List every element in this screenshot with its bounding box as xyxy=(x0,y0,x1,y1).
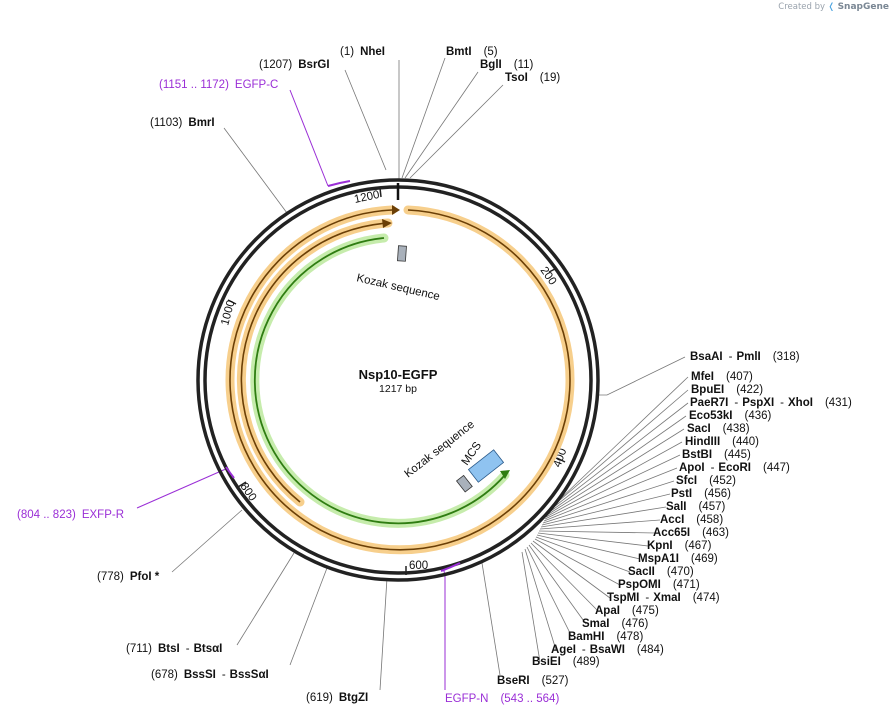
primer-marks xyxy=(225,180,461,572)
tick-600: 600 xyxy=(409,560,428,572)
site-tsoi[interactable]: TsoI(19) xyxy=(505,72,560,84)
credit-brand: SnapGene xyxy=(837,2,889,12)
site-kpni[interactable]: KpnI(467) xyxy=(647,540,712,552)
snapgene-logo-icon: ❬ xyxy=(827,2,835,12)
site-bsssi[interactable]: (678)BssSI-BssSαI xyxy=(151,669,269,681)
primer-egfp-c[interactable]: (1151 .. 1172)EGFP-C xyxy=(159,79,278,91)
tick-800: 800 xyxy=(238,481,259,504)
site-pfoi[interactable]: (778)PfoI * xyxy=(97,571,160,583)
kozak-top-box xyxy=(397,245,407,262)
ticks xyxy=(227,187,566,575)
site-saci[interactable]: SacI(438) xyxy=(687,423,750,435)
site-btgzi[interactable]: (619)BtgZI xyxy=(306,692,368,704)
site-leaders-left xyxy=(171,509,388,691)
site-sfci[interactable]: SfcI(452) xyxy=(676,475,736,487)
site-pspomi[interactable]: PspOMI(471) xyxy=(618,579,700,591)
site-agei[interactable]: AgeI-BsaWI(484) xyxy=(551,644,664,656)
site-bgli[interactable]: BglI(11) xyxy=(480,59,534,71)
kozak-bottom-box xyxy=(455,474,473,493)
snapgene-credit: Created by ❬ SnapGene xyxy=(778,2,889,12)
credit-prefix: Created by xyxy=(778,2,826,12)
site-bamhi[interactable]: BamHI(478) xyxy=(568,631,643,643)
site-acc65i[interactable]: Acc65I(463) xyxy=(653,527,729,539)
site-eco53ki[interactable]: Eco53kI(436) xyxy=(689,410,772,422)
site-mfei[interactable]: MfeI(407) xyxy=(691,371,753,383)
kozak-bottom-label: Kozak sequence xyxy=(402,419,476,481)
site-bsaai[interactable]: BsaAI-PmlI(318) xyxy=(690,351,800,363)
primer-egfp-n[interactable]: EGFP-N(543 .. 564) xyxy=(445,693,559,705)
site-bseri[interactable]: BseRI(527) xyxy=(497,675,569,687)
plasmid-name: Nsp10-EGFP xyxy=(359,367,438,382)
site-apoi[interactable]: ApoI-EcoRI(447) xyxy=(679,462,790,474)
site-bsiei[interactable]: BsiEI(489) xyxy=(532,656,600,668)
site-paer7i[interactable]: PaeR7I-PspXI-XhoI(431) xyxy=(690,397,852,409)
site-bsrgi[interactable]: (1207)BsrGI xyxy=(259,59,330,71)
site-leaders-right xyxy=(481,356,689,676)
primer-exfp-r[interactable]: (804 .. 823)EXFP-R xyxy=(17,509,124,521)
site-sacii[interactable]: SacII(470) xyxy=(628,566,694,578)
site-mspa1i[interactable]: MspA1I(469) xyxy=(638,553,718,565)
site-bmri[interactable]: (1103)BmrI xyxy=(150,117,215,129)
site-nhei[interactable]: (1)NheI xyxy=(340,46,385,58)
site-acci[interactable]: AccI(458) xyxy=(660,514,723,526)
site-psti[interactable]: PstI(456) xyxy=(671,488,731,500)
site-leaders-top xyxy=(223,57,504,214)
kozak-top-label: Kozak sequence xyxy=(355,272,441,303)
site-sali[interactable]: SalI(457) xyxy=(666,501,725,513)
site-bpuei[interactable]: BpuEI(422) xyxy=(691,384,763,396)
mcs-box xyxy=(467,449,505,483)
site-tspmi[interactable]: TspMI-XmaI(474) xyxy=(607,592,720,604)
site-smai[interactable]: SmaI(476) xyxy=(582,618,649,630)
site-bstbi[interactable]: BstBI(445) xyxy=(682,449,751,461)
tick-1200: 1200 xyxy=(353,189,381,206)
site-hindiii[interactable]: HindIII(440) xyxy=(685,436,759,448)
site-btsi[interactable]: (711)BtsI-BtsαI xyxy=(126,643,222,655)
site-apai[interactable]: ApaI(475) xyxy=(595,605,659,617)
site-bmti[interactable]: BmtI(5) xyxy=(446,46,498,58)
plasmid-size: 1217 bp xyxy=(379,383,417,395)
backbone-outer xyxy=(196,178,600,582)
